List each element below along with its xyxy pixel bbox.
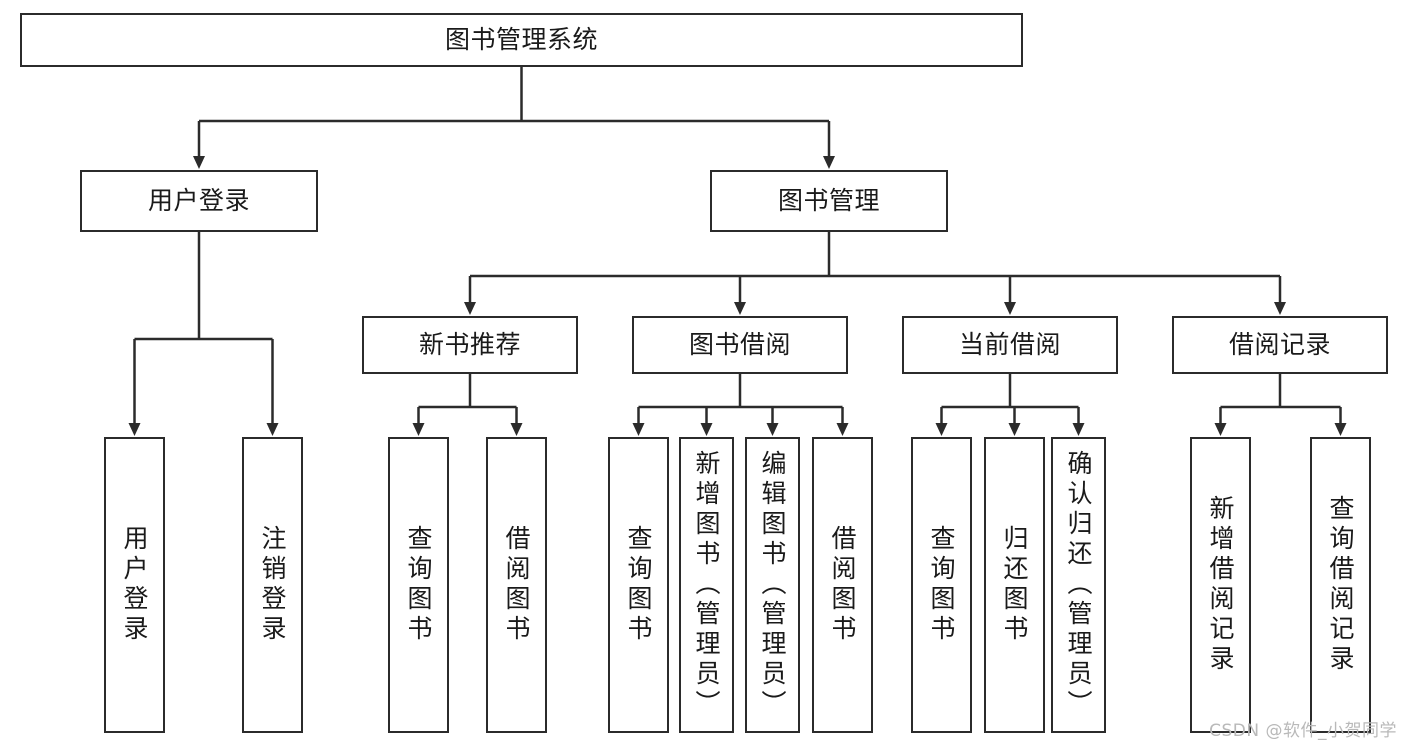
node-label: 注销登录 — [258, 525, 287, 645]
node-label: 借阅记录 — [1228, 330, 1331, 360]
node-leaf-query-book-borrow[interactable]: 查询图书 — [608, 437, 669, 733]
node-label: 用户登录 — [120, 525, 149, 645]
connector-arrowhead — [266, 423, 279, 436]
node-label: 新增借阅记录 — [1206, 495, 1235, 675]
node-label: 用户登录 — [147, 186, 250, 216]
node-leaf-confirm-return[interactable]: 确认归还（管理员） — [1051, 437, 1106, 733]
node-leaf-add-record[interactable]: 新增借阅记录 — [1190, 437, 1251, 733]
connector-arrowhead — [823, 156, 835, 169]
node-label: 查询图书 — [927, 525, 956, 645]
connector-group — [128, 67, 1347, 436]
node-leaf-edit-book[interactable]: 编辑图书（管理员） — [745, 437, 800, 733]
node-leaf-query-book-rec[interactable]: 查询图书 — [388, 437, 449, 733]
node-label: 借阅图书 — [828, 525, 857, 645]
connector-arrowhead — [734, 302, 746, 315]
connector-arrowhead — [193, 156, 205, 169]
connector-arrowhead — [1008, 423, 1021, 436]
node-leaf-logout[interactable]: 注销登录 — [242, 437, 303, 733]
node-label: 归还图书 — [1000, 525, 1029, 645]
node-leaf-return-book[interactable]: 归还图书 — [984, 437, 1045, 733]
connector-arrowhead — [1334, 423, 1347, 436]
node-label: 确认归还（管理员） — [1064, 450, 1093, 720]
node-label: 借阅图书 — [502, 525, 531, 645]
node-borrow-record[interactable]: 借阅记录 — [1172, 316, 1388, 374]
node-label: 新书推荐 — [418, 330, 521, 360]
node-leaf-user-login[interactable]: 用户登录 — [104, 437, 165, 733]
connector-arrowhead — [464, 302, 476, 315]
connector-arrowhead — [935, 423, 948, 436]
connector-arrowhead — [510, 423, 523, 436]
connector-arrowhead — [836, 423, 849, 436]
connector-arrowhead — [632, 423, 645, 436]
node-label: 新增图书（管理员） — [692, 450, 721, 720]
node-book-borrow[interactable]: 图书借阅 — [632, 316, 848, 374]
connector-arrowhead — [1274, 302, 1286, 315]
connector-arrowhead — [1004, 302, 1016, 315]
node-new-book-rec[interactable]: 新书推荐 — [362, 316, 578, 374]
node-current-borrow[interactable]: 当前借阅 — [902, 316, 1118, 374]
node-label: 编辑图书（管理员） — [758, 450, 787, 720]
connector-arrowhead — [700, 423, 713, 436]
connector-arrowhead — [412, 423, 425, 436]
connector-arrowhead — [766, 423, 779, 436]
node-label: 图书管理 — [777, 186, 880, 216]
connector-arrowhead — [1072, 423, 1085, 436]
node-user-login[interactable]: 用户登录 — [80, 170, 318, 232]
node-label: 图书管理系统 — [444, 25, 598, 55]
node-leaf-query-record[interactable]: 查询借阅记录 — [1310, 437, 1371, 733]
node-label: 图书借阅 — [688, 330, 791, 360]
node-label: 查询图书 — [404, 525, 433, 645]
node-leaf-borrow-book-rec[interactable]: 借阅图书 — [486, 437, 547, 733]
node-label: 查询图书 — [624, 525, 653, 645]
node-book-manage[interactable]: 图书管理 — [710, 170, 948, 232]
connector-arrowhead — [128, 423, 141, 436]
node-root[interactable]: 图书管理系统 — [20, 13, 1023, 67]
connector-arrowhead — [1214, 423, 1227, 436]
node-leaf-query-book-cur[interactable]: 查询图书 — [911, 437, 972, 733]
node-leaf-borrow-book[interactable]: 借阅图书 — [812, 437, 873, 733]
node-label: 查询借阅记录 — [1326, 495, 1355, 675]
node-leaf-add-book[interactable]: 新增图书（管理员） — [679, 437, 734, 733]
node-label: 当前借阅 — [958, 330, 1061, 360]
